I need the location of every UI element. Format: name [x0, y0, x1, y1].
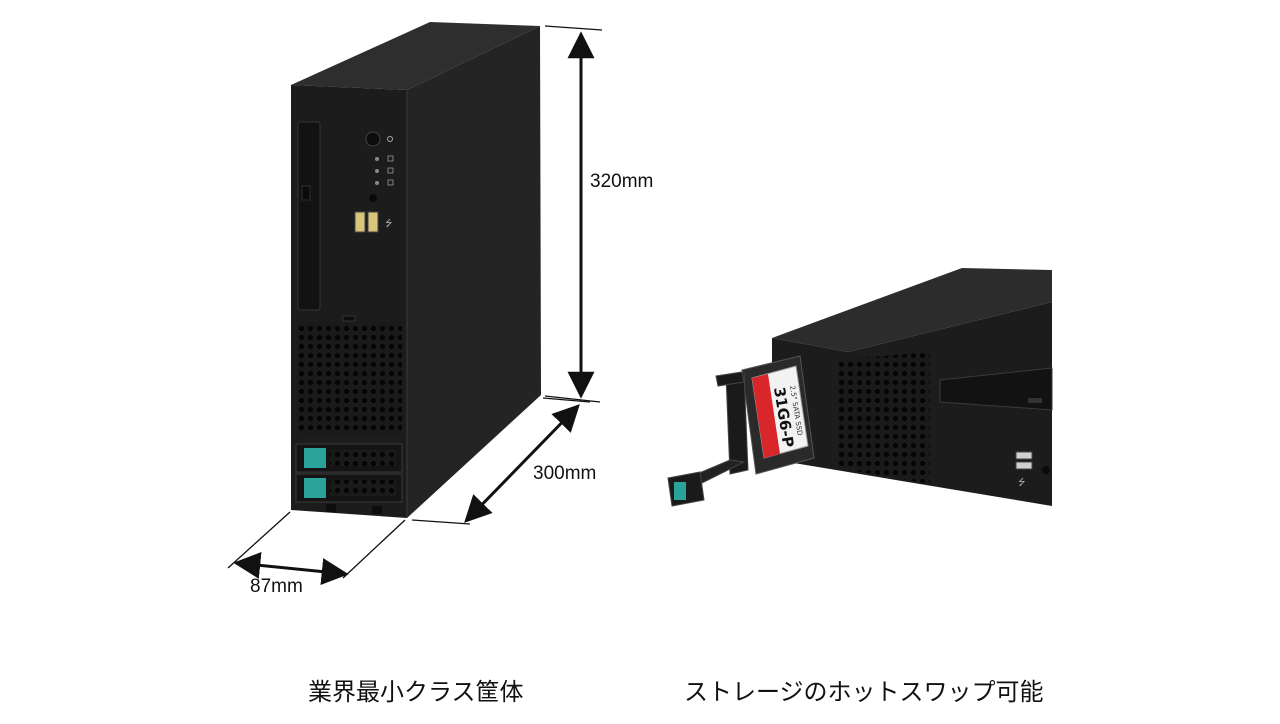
eject-button — [301, 185, 311, 201]
dimension-lines — [227, 25, 603, 586]
power-button — [365, 131, 381, 147]
status-led — [375, 181, 379, 185]
rack-vent-grille — [838, 352, 930, 484]
rack-chassis: ⭍ — [772, 268, 1053, 506]
reset-button — [1042, 466, 1050, 474]
power-icon — [387, 136, 393, 142]
status-led — [375, 157, 379, 161]
eject-button — [1028, 398, 1042, 403]
tower-chassis: ⭍ — [291, 22, 541, 518]
lan-icon — [387, 167, 394, 174]
ssd-red-label — [752, 374, 780, 458]
usb-port — [1015, 461, 1033, 470]
reset-button — [369, 194, 377, 202]
optical-drive-bay — [297, 121, 321, 311]
bay-release-latch — [304, 478, 326, 498]
tray-front-bezel — [725, 371, 749, 475]
front-vent-grille — [298, 322, 402, 434]
bay-vent — [330, 450, 396, 466]
usb-icon: ⭍ — [1018, 477, 1026, 488]
rack-top — [772, 268, 1052, 352]
alert-icon — [387, 179, 394, 186]
usb-port — [354, 211, 366, 233]
hot-swap-drive-tray: 31G6-P 2.5" SATA SSD — [667, 355, 815, 507]
height-dimension-label: 320mm — [590, 171, 654, 192]
bay-vent — [330, 480, 396, 496]
depth-arrow — [464, 404, 580, 523]
width-arrow — [233, 551, 349, 586]
foot — [372, 506, 382, 514]
hdd-icon — [387, 155, 394, 162]
caption-hot-swap-storage: ストレージのホットスワップ可能 — [684, 678, 1044, 706]
latch — [342, 315, 356, 322]
chassis-top — [291, 22, 540, 90]
chassis-side — [407, 26, 541, 518]
usb-port — [367, 211, 379, 233]
bay-release-latch — [304, 448, 326, 468]
usb-port — [1015, 451, 1033, 460]
tray-release-latch — [674, 482, 686, 500]
caption-compact-chassis: 業界最小クラス筐体 — [308, 678, 524, 706]
usb-icon: ⭍ — [385, 218, 393, 229]
depth-dimension-label: 300mm — [533, 463, 597, 484]
rack-optical-drive — [939, 367, 1053, 411]
status-led — [375, 169, 379, 173]
width-dimension-label: 87mm — [250, 576, 303, 597]
tray-top-latch — [715, 371, 745, 387]
foot — [326, 504, 336, 512]
